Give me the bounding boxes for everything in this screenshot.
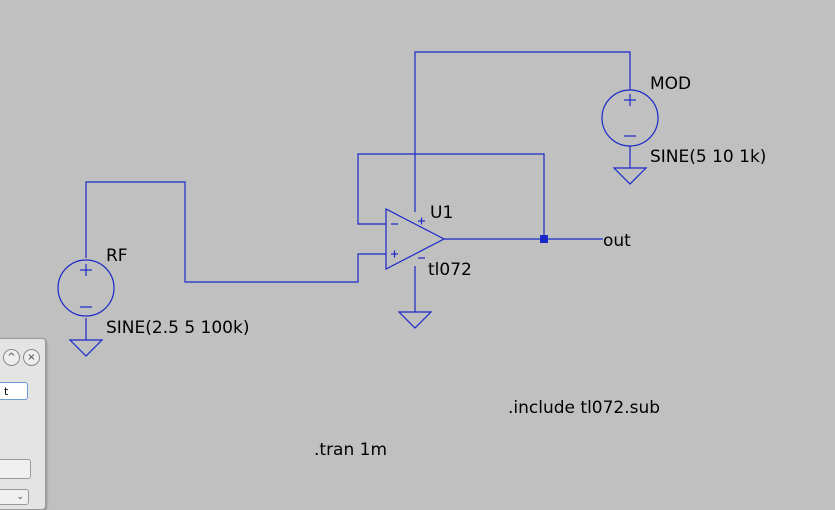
ground-symbol-opamp [397, 311, 433, 329]
directive-include[interactable]: .include tl072.sub [508, 398, 660, 418]
opamp-symbol[interactable] [385, 208, 446, 270]
mod-voltage-source[interactable] [601, 89, 659, 147]
wire-feedback[interactable] [357, 153, 545, 239]
ground-symbol-rf [68, 339, 104, 357]
dialog-text-input[interactable]: t [0, 382, 28, 400]
ground-symbol-mod [612, 167, 648, 185]
net-label-out: out [603, 231, 631, 251]
rf-voltage-source[interactable] [57, 259, 115, 317]
minimize-button[interactable]: ^ [3, 349, 20, 366]
opamp-model: tl072 [428, 260, 472, 280]
close-button[interactable]: × [23, 349, 40, 366]
dialog-button[interactable] [0, 459, 31, 479]
wire-rf-to-plus-input[interactable] [85, 181, 386, 283]
wire-mod-to-vplus[interactable] [414, 51, 631, 212]
rf-source-name: RF [106, 246, 128, 266]
mod-source-value: SINE(5 10 1k) [650, 147, 766, 167]
rf-source-value: SINE(2.5 5 100k) [106, 318, 249, 338]
opamp-name: U1 [430, 203, 453, 223]
dialog-combo-box[interactable]: ⌄ [0, 489, 29, 505]
wires [85, 51, 631, 340]
junction-dot [540, 235, 548, 243]
partial-dialog-window: ^ × t ⌄ [0, 338, 46, 510]
directive-tran[interactable]: .tran 1m [314, 440, 387, 460]
mod-source-name: MOD [650, 74, 691, 94]
schematic-canvas[interactable]: RF SINE(2.5 5 100k) MOD SINE(5 10 1k) U1… [0, 0, 835, 497]
